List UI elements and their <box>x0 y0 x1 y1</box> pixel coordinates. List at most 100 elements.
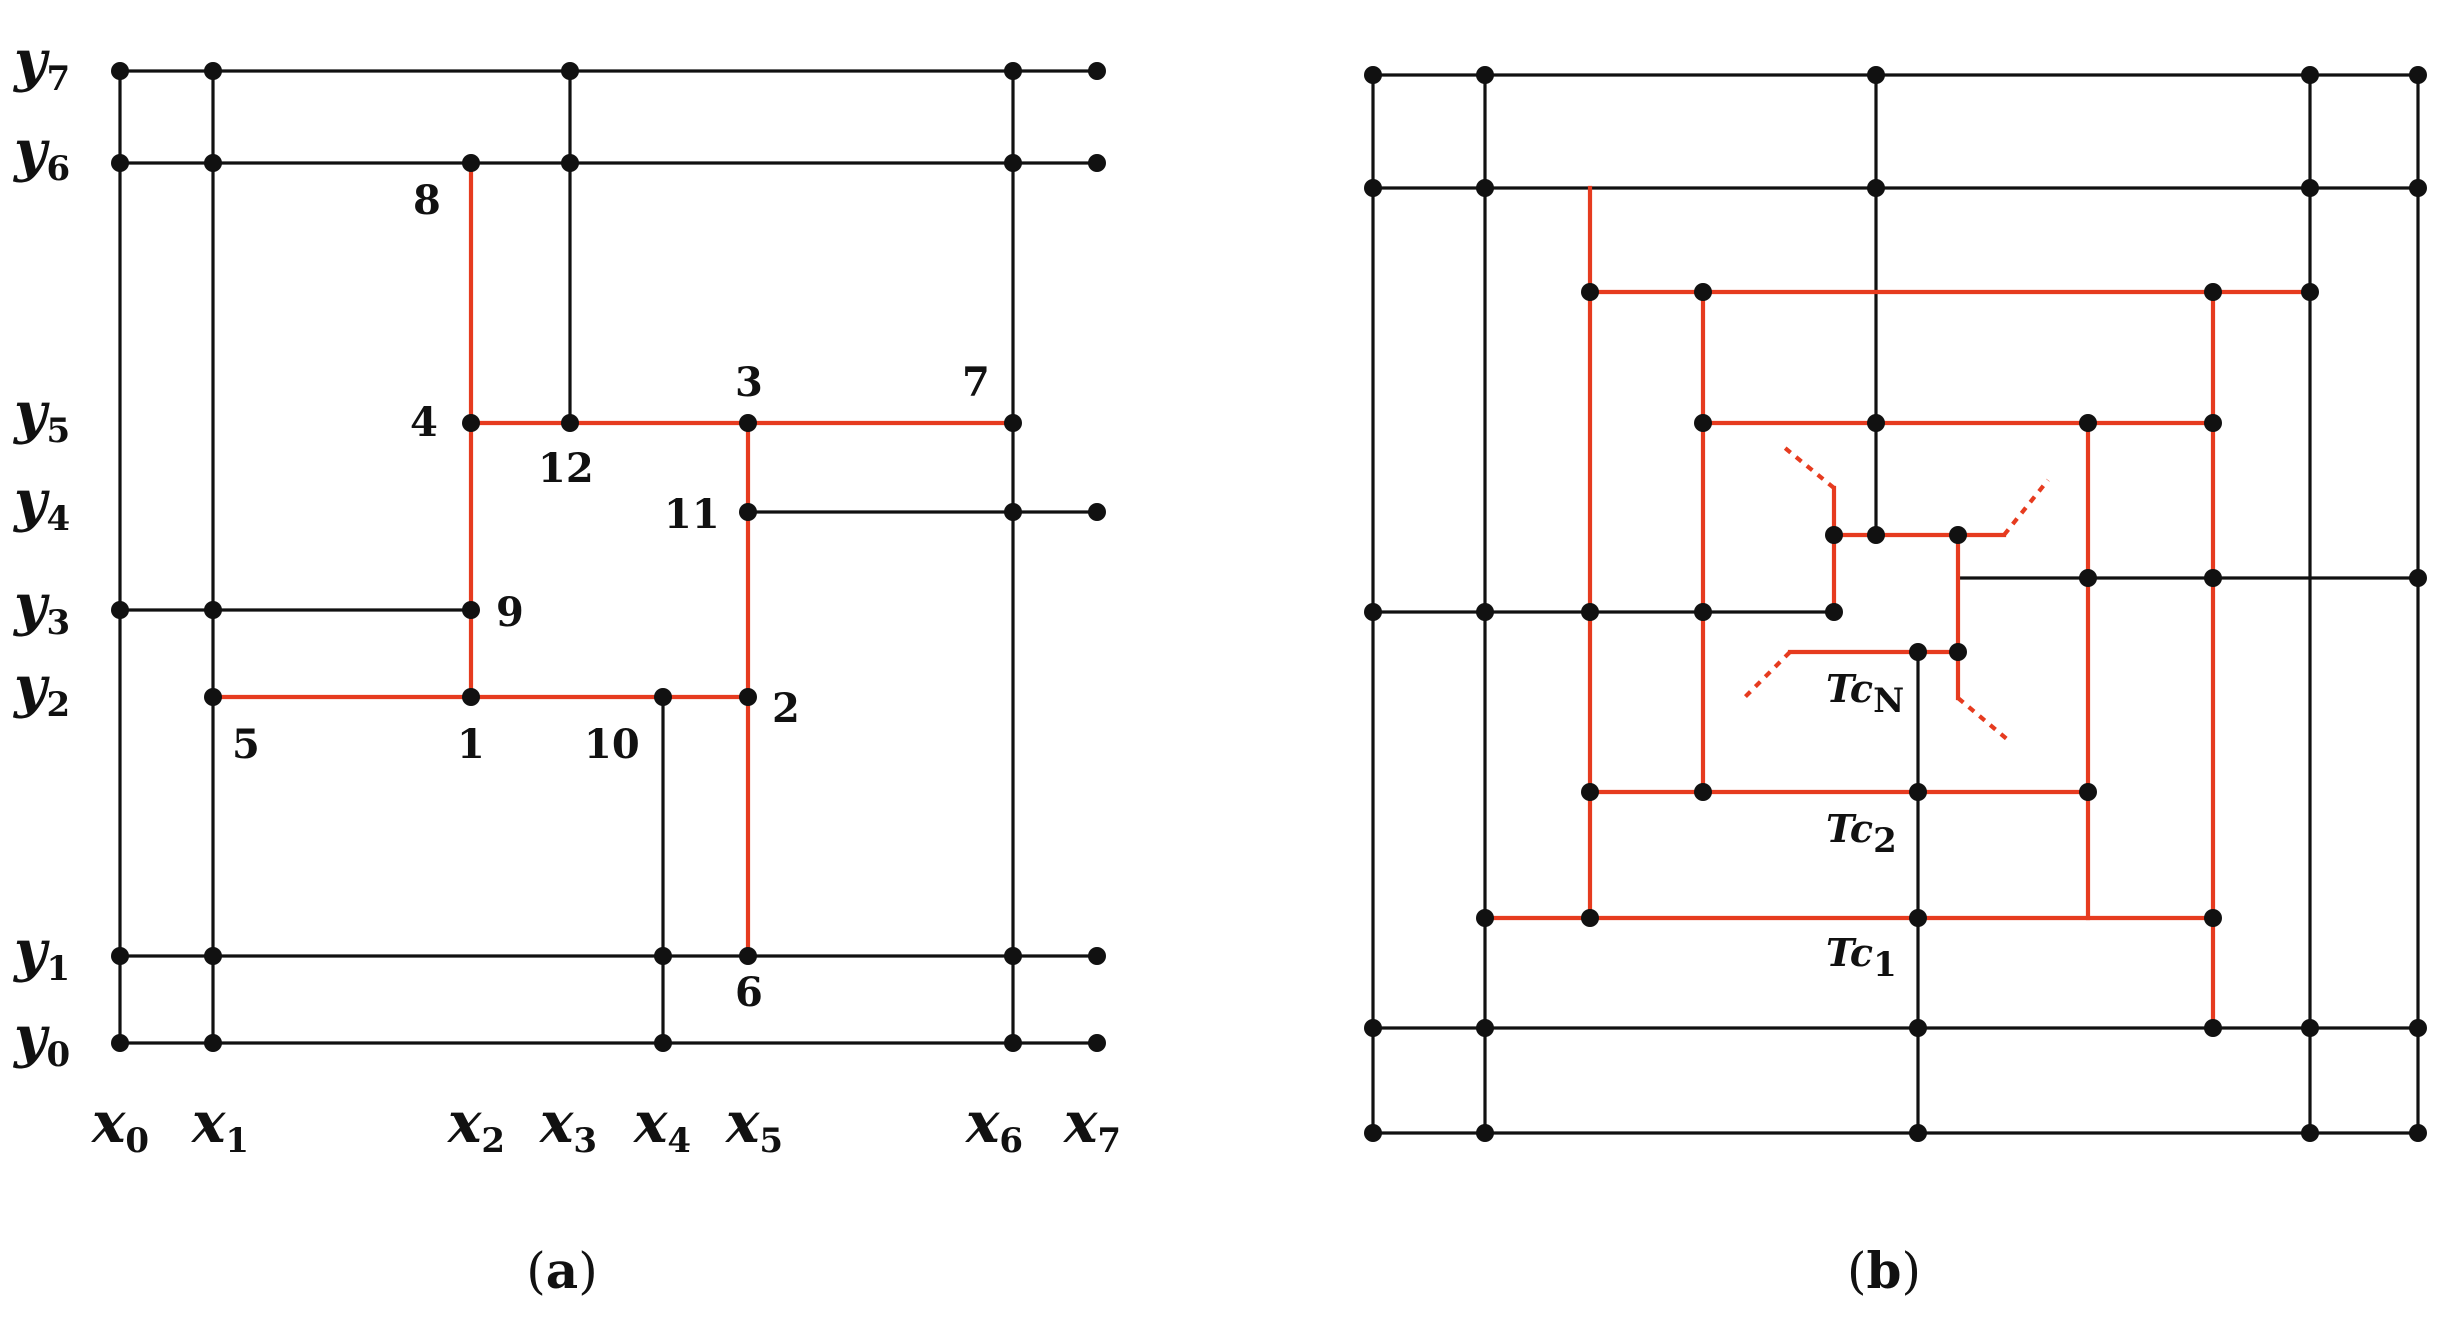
junction-dot <box>2301 1124 2319 1142</box>
junction-dot <box>462 601 480 619</box>
junction-dot <box>204 62 222 80</box>
node-label-9: 9 <box>496 589 524 636</box>
node-label-10: 10 <box>584 721 640 768</box>
tc-1-label: Tc1 <box>1826 930 1897 985</box>
junction-dot <box>204 947 222 965</box>
panel-b-junction-dots <box>1364 66 2427 1142</box>
junction-dot <box>739 414 757 432</box>
caption-a: (a) <box>526 1241 597 1300</box>
junction-dot <box>1004 154 1022 172</box>
junction-dot <box>1909 783 1927 801</box>
junction-dot <box>2301 283 2319 301</box>
junction-dot <box>561 154 579 172</box>
tc-n-label: TcN <box>1826 666 1904 721</box>
x-label-3: x3 <box>539 1090 597 1161</box>
junction-dot <box>1476 1019 1494 1037</box>
junction-dot <box>1694 283 1712 301</box>
junction-dot <box>1004 414 1022 432</box>
junction-dot <box>111 601 129 619</box>
junction-dot <box>204 601 222 619</box>
junction-dot <box>2301 66 2319 84</box>
junction-dot <box>1476 603 1494 621</box>
junction-dot <box>1004 1034 1022 1052</box>
y-label-1: y1 <box>12 918 70 989</box>
junction-dot <box>1867 179 1885 197</box>
junction-dot <box>739 688 757 706</box>
junction-dot <box>204 688 222 706</box>
continuation-dash <box>1956 696 2010 742</box>
node-label-6: 6 <box>735 969 763 1016</box>
junction-dot <box>1088 503 1106 521</box>
node-label-12: 12 <box>538 445 594 492</box>
junction-dot <box>1867 414 1885 432</box>
junction-dot <box>111 62 129 80</box>
junction-dot <box>1867 526 1885 544</box>
junction-dot <box>2301 179 2319 197</box>
junction-dot <box>111 154 129 172</box>
x-label-1: x1 <box>191 1090 249 1161</box>
node-label-3: 3 <box>735 359 763 406</box>
junction-dot <box>1909 643 1927 661</box>
junction-dot <box>1476 66 1494 84</box>
panel-a-x-axis-labels: x0 x1 x2 x3 x4 x5 x6 x7 <box>91 1090 1121 1161</box>
caption-b: (b) <box>1847 1241 1921 1300</box>
panel-b-red-path <box>1482 185 2313 1031</box>
node-label-4: 4 <box>410 399 438 446</box>
junction-dot <box>1909 1019 1927 1037</box>
junction-dot <box>2409 179 2427 197</box>
junction-dot <box>2301 1019 2319 1037</box>
y-label-2: y2 <box>12 654 70 725</box>
panel-a-grid-lines <box>118 69 1099 1045</box>
junction-dot <box>1364 1019 1382 1037</box>
x-label-7: x7 <box>1063 1090 1121 1161</box>
junction-dot <box>2204 1019 2222 1037</box>
junction-dot <box>1004 947 1022 965</box>
junction-dot <box>462 688 480 706</box>
junction-dot <box>1581 909 1599 927</box>
junction-dot <box>1004 62 1022 80</box>
y-label-5: y5 <box>12 380 70 451</box>
junction-dot <box>1088 947 1106 965</box>
junction-dot <box>2079 783 2097 801</box>
junction-dot <box>1825 603 1843 621</box>
junction-dot <box>1581 603 1599 621</box>
junction-dot <box>2204 909 2222 927</box>
panel-b-continuation-dashes <box>1740 446 2050 742</box>
junction-dot <box>462 154 480 172</box>
junction-dot <box>204 154 222 172</box>
x-label-6: x6 <box>965 1090 1023 1161</box>
junction-dot <box>2079 569 2097 587</box>
junction-dot <box>2409 569 2427 587</box>
junction-dot <box>1476 1124 1494 1142</box>
panel-a-y-axis-labels: y7 y6 y5 y4 y3 y2 y1 y0 <box>12 28 70 1075</box>
junction-dot <box>111 947 129 965</box>
x-label-0: x0 <box>91 1090 149 1161</box>
node-label-1: 1 <box>457 721 485 768</box>
continuation-dash <box>1783 446 1836 490</box>
junction-dot <box>462 414 480 432</box>
junction-dot <box>2204 414 2222 432</box>
junction-dot <box>1867 66 1885 84</box>
panel-a-junction-dots <box>111 62 1106 1052</box>
junction-dot <box>1909 909 1927 927</box>
junction-dot <box>1694 414 1712 432</box>
junction-dot <box>1364 1124 1382 1142</box>
y-label-7: y7 <box>12 28 70 99</box>
junction-dot <box>2409 1019 2427 1037</box>
junction-dot <box>561 414 579 432</box>
junction-dot <box>1825 526 1843 544</box>
x-label-5: x5 <box>725 1090 783 1161</box>
junction-dot <box>1088 154 1106 172</box>
junction-dot <box>1364 66 1382 84</box>
y-label-4: y4 <box>12 468 70 539</box>
junction-dot <box>739 503 757 521</box>
junction-dot <box>204 1034 222 1052</box>
junction-dot <box>1694 783 1712 801</box>
node-label-11: 11 <box>664 491 720 538</box>
node-label-7: 7 <box>962 359 990 406</box>
x-label-4: x4 <box>633 1090 691 1161</box>
junction-dot <box>1581 283 1599 301</box>
junction-dot <box>1088 1034 1106 1052</box>
junction-dot <box>1581 783 1599 801</box>
